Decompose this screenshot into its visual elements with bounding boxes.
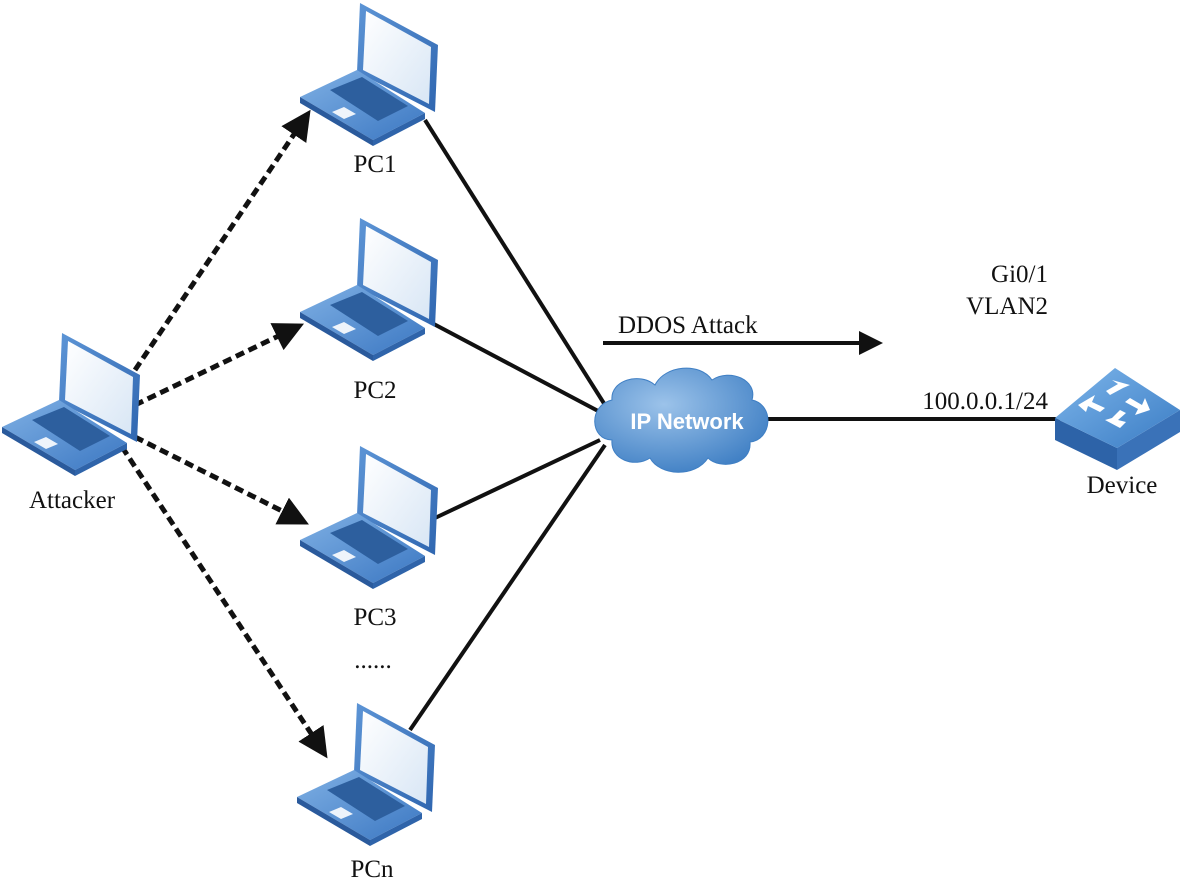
pcn-label: PCn <box>350 856 394 883</box>
ip-network-cloud-icon <box>594 367 769 473</box>
device-switch-icon <box>1055 368 1180 470</box>
ddos-attack-label: DDOS Attack <box>618 312 758 339</box>
link-pc1-network <box>423 118 607 407</box>
pc1-label: PC1 <box>353 151 396 178</box>
attack-arrow-pc2 <box>133 323 305 408</box>
ellipsis-label: ...... <box>354 647 392 674</box>
attack-arrow-pcn <box>119 445 328 759</box>
link-pcn-network <box>408 443 607 732</box>
pc1-laptop-icon <box>300 3 438 146</box>
link-pc3-network <box>434 438 601 520</box>
attacker-label: Attacker <box>29 487 116 514</box>
attack-arrow-pc3 <box>133 434 309 525</box>
cloud-label: IP Network <box>630 409 744 434</box>
attack-arrow-pc1 <box>132 109 311 372</box>
pc2-label: PC2 <box>353 377 396 404</box>
interface-label: Gi0/1 <box>991 261 1048 288</box>
pc3-label: PC3 <box>353 604 396 631</box>
link-pc2-network <box>429 320 601 414</box>
attacker-laptop-icon <box>2 333 140 476</box>
pc3-laptop-icon <box>300 446 438 589</box>
pc2-laptop-icon <box>300 218 438 361</box>
vlan-label: VLAN2 <box>966 293 1048 320</box>
device-label: Device <box>1087 472 1158 499</box>
ip-address-label: 100.0.0.1/24 <box>922 388 1048 415</box>
